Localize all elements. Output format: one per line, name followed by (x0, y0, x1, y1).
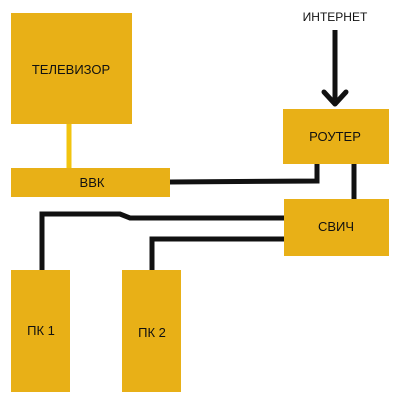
switch-block: СВИЧ (284, 199, 389, 256)
internet-label: ИНТЕРНЕТ (303, 10, 368, 24)
tv-label: ТЕЛЕВИЗОР (32, 62, 110, 77)
router-block: РОУТЕР (283, 109, 389, 164)
wire-vvk-router (169, 164, 320, 185)
pc2-block: ПК 2 (122, 270, 181, 392)
vvk-block: ВВК (11, 168, 170, 197)
tv-block: ТЕЛЕВИЗОР (11, 13, 132, 124)
router-label: РОУТЕР (309, 129, 361, 144)
vvk-label: ВВК (80, 175, 105, 190)
pc1-block: ПК 1 (11, 270, 70, 392)
wire-switch-pc2 (149, 236, 284, 270)
wire-switch-pc1 (39, 211, 284, 270)
pc1-label: ПК 1 (27, 323, 55, 338)
switch-label: СВИЧ (318, 219, 354, 234)
internet-arrow (321, 30, 349, 107)
pc2-label: ПК 2 (138, 325, 166, 340)
